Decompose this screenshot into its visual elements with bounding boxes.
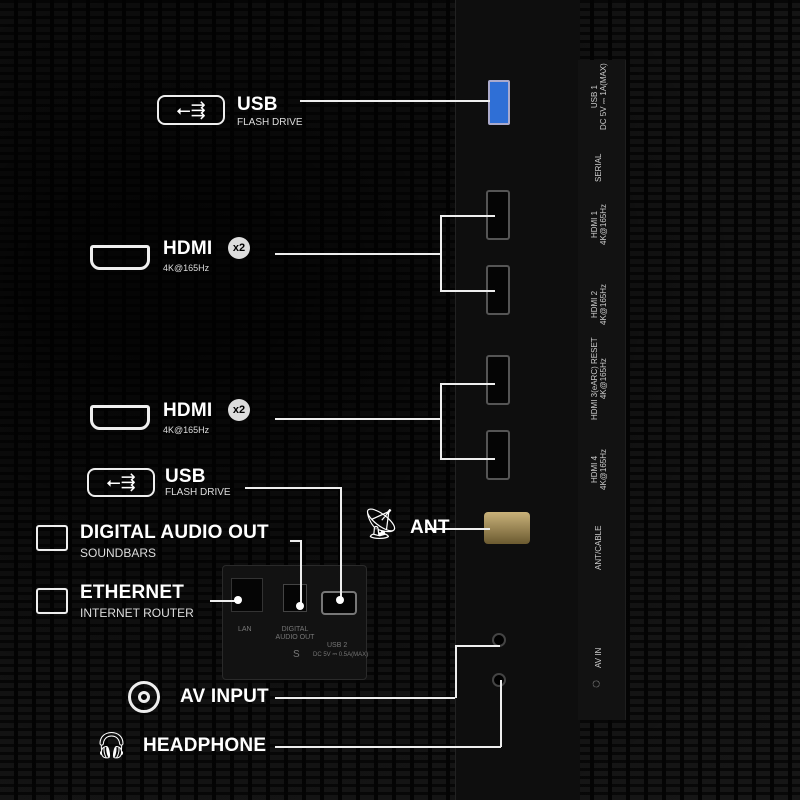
hdmi2-leader [440, 290, 495, 292]
usb-bottom-leader [245, 487, 341, 489]
hdmi-top-subtitle: 4K@165Hz [163, 263, 210, 273]
usb-top-leader [300, 100, 490, 102]
av-input-leader-v [455, 645, 457, 698]
hdmi-top-badge: x2 [228, 237, 250, 259]
digital-audio-title: DIGITAL AUDIO OUT [80, 522, 269, 543]
lan-dot [234, 596, 242, 604]
av-input-icon [128, 681, 160, 713]
usb3-port [488, 80, 510, 125]
hdmi3-port [486, 355, 510, 405]
ethernet-icon [36, 588, 68, 614]
hdmi-bottom-title: HDMI [163, 400, 213, 421]
lan-port [231, 578, 263, 612]
av-input-leader-h [455, 645, 500, 647]
digital-audio-text: DIGITAL AUDIO OUT [275, 626, 315, 641]
antenna-icon: 📡︎ [362, 508, 401, 541]
hdmi1-leader [440, 215, 495, 217]
usb-bottom-leader-v [340, 487, 342, 600]
hdmi4-leader [440, 458, 495, 460]
usb2-dot [336, 596, 344, 604]
hdmi-top-leader [275, 253, 440, 255]
hdmi-bottom-bracket [440, 383, 442, 458]
optical-dot [296, 602, 304, 610]
ethernet-leader [210, 600, 238, 602]
hdmi-icon [90, 405, 150, 430]
ant-cable-label: ANT/CABLE [594, 525, 603, 570]
ethernet-title: ETHERNET [80, 582, 184, 603]
hdmi4-spec: 4K@165Hz [599, 448, 608, 490]
serial-label: SERIAL [594, 153, 603, 182]
hdmi1-text: HDMI 1 [590, 210, 599, 239]
headphone-icon: 🎧︎ [95, 730, 129, 760]
av-in-label: AV IN [594, 647, 603, 668]
usb-icon: ⭠⇶ [157, 95, 225, 125]
hdmi4-port [486, 430, 510, 480]
hdmi4-text: HDMI 4 [590, 455, 599, 484]
digital-audio-leader-v [300, 540, 302, 606]
digital-audio-subtitle: SOUNDBARS [80, 546, 157, 560]
headphone-leader [275, 746, 501, 748]
av-input-title: AV INPUT [180, 686, 269, 707]
ethernet-subtitle: INTERNET ROUTER [80, 606, 194, 620]
hdmi-bottom-subtitle: 4K@165Hz [163, 425, 210, 435]
hdmi-bottom-badge: x2 [228, 399, 250, 421]
usb-bottom-title: USB [165, 466, 206, 487]
hdmi2-text: HDMI 2 [590, 290, 599, 319]
side-port-panel: LAN DIGITAL AUDIO OUT USB 2 DC 5V ⎓ 0.5A… [222, 565, 369, 680]
usb-top-title: USB [237, 94, 278, 115]
usb-top-subtitle: FLASH DRIVE [237, 117, 303, 128]
hdmi3-spec: 4K@165Hz [599, 358, 608, 400]
av-input-leader [275, 697, 455, 699]
s-text: S [293, 649, 300, 660]
usb1-power-text: DC 5V ⎓ 1A(MAX) [599, 63, 608, 130]
usb1-text: USB 1 [590, 85, 599, 109]
reset-text: RESET [590, 337, 599, 364]
usb-bottom-subtitle: FLASH DRIVE [165, 487, 231, 498]
hdmi-top-title: HDMI [163, 238, 213, 259]
ant-leader [425, 528, 490, 530]
hdmi2-spec: 4K@165Hz [599, 283, 608, 325]
ant-connector [484, 512, 530, 544]
hdmi-bottom-leader [275, 418, 440, 420]
hdmi3-text: HDMI 3(eARC) [590, 366, 599, 420]
hdmi-icon [90, 245, 150, 270]
ant-title: ANT [410, 517, 450, 538]
digital-audio-leader [290, 540, 301, 542]
lan-text: LAN [238, 626, 252, 633]
headphone-leader-v [500, 680, 502, 747]
hdmi-top-bracket [440, 215, 442, 290]
hdmi1-port [486, 190, 510, 240]
port-panel [455, 0, 580, 800]
hdmi3-leader [440, 383, 495, 385]
headphone-title: HEADPHONE [143, 735, 267, 756]
hdmi1-spec: 4K@165Hz [599, 203, 608, 245]
headphone-jack [492, 673, 506, 687]
headphone-jack-icon: ◌ [592, 675, 601, 691]
usb-icon: ⭠⇶ [87, 468, 155, 497]
optical-port-icon [36, 525, 68, 551]
usb2-text: USB 2 [327, 642, 348, 649]
usb2-power-text: DC 5V ⎓ 0.5A(MAX) [313, 652, 369, 658]
